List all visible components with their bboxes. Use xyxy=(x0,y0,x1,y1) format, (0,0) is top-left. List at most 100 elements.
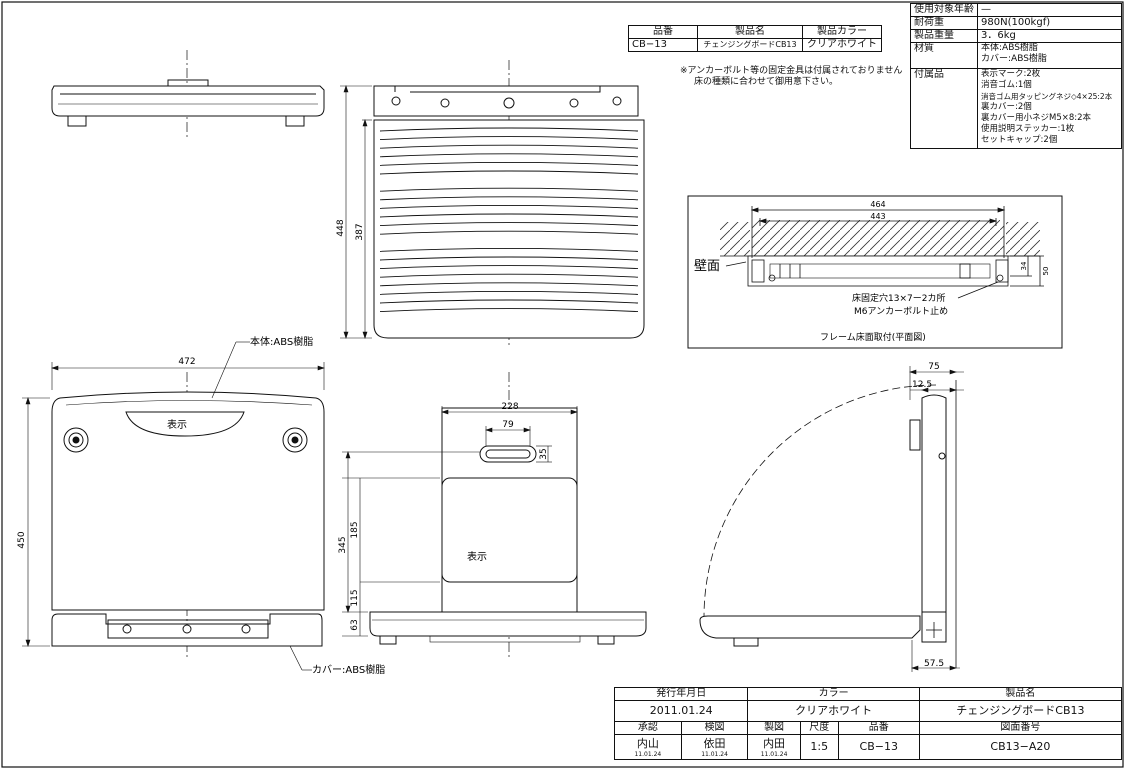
spec-row-age: 使用対象年齢 — xyxy=(910,3,1122,17)
rib-line xyxy=(379,222,639,227)
product-table-partno: CB−13 xyxy=(628,38,698,52)
spec-accessory-line: セットキャップ:2個 xyxy=(981,135,1058,145)
dim-387: 387 xyxy=(355,223,365,240)
dim-57-5: 57.5 xyxy=(924,659,944,669)
label-body-material: 本体:ABS樹脂 xyxy=(250,335,313,348)
rib-line xyxy=(379,256,639,261)
product-name-label: 製品名 xyxy=(918,687,1123,701)
title-block: 発行年月日 カラー 製品名 2011.01.24 クリアホワイト チェンジングボ… xyxy=(613,687,1123,760)
anchor-bolt-note-line1: ※アンカーボルト等の固定金具は付属されておりません xyxy=(680,66,903,76)
dim-185: 185 xyxy=(350,521,360,538)
scale-value: 1:5 xyxy=(799,734,839,760)
part-no-value: CB−13 xyxy=(837,734,920,760)
rib-line xyxy=(379,213,639,218)
product-table-header-color: 製品カラー xyxy=(802,25,882,39)
scale-label: 尺度 xyxy=(799,721,839,735)
side-view-top xyxy=(51,50,325,140)
rib-line xyxy=(379,204,639,209)
rib-line xyxy=(379,273,639,278)
product-table-name: チェンジングボードCB13 xyxy=(697,38,803,52)
dim-34: 34 xyxy=(1020,261,1028,270)
checker-date: 11.01.24 xyxy=(701,750,728,758)
label-wall: 壁面 xyxy=(694,259,720,274)
back-view-board xyxy=(369,372,647,660)
spec-row-load: 耐荷重 980N(100kgf) xyxy=(910,16,1122,30)
approve-label: 承認 xyxy=(614,721,682,735)
rib-line xyxy=(379,308,639,313)
spec-table: 使用対象年齢 — 耐荷重 980N(100kgf) 製品重量 3．6kg 材質 … xyxy=(910,3,1122,149)
rib-line xyxy=(379,247,639,252)
checker: 依田 11.01.24 xyxy=(680,734,749,760)
spec-weight-label: 製品重量 xyxy=(910,29,978,43)
label-display-front: 表示 xyxy=(167,418,187,431)
drafter: 内田 11.01.24 xyxy=(747,734,801,760)
spec-load-label: 耐荷重 xyxy=(910,16,978,30)
check-label: 検図 xyxy=(680,721,749,735)
front-view-dims xyxy=(22,341,325,671)
rib-line xyxy=(379,144,639,149)
spec-accessory-line: 使用説明ステッカー:1枚 xyxy=(981,124,1075,134)
issue-date-label: 発行年月日 xyxy=(613,687,749,701)
product-table-color: クリアホワイト xyxy=(802,38,882,52)
spec-accessory-line: 消音ゴム:1個 xyxy=(981,80,1032,90)
frame-detail-box xyxy=(687,195,1063,349)
title-block-row3: 承認 検図 製図 尺度 品番 図面番号 xyxy=(614,721,1123,735)
spec-material-label: 材質 xyxy=(910,42,978,69)
title-block-row2: 2011.01.24 クリアホワイト チェンジングボードCB13 xyxy=(613,700,1123,722)
drawing-no-label: 図面番号 xyxy=(918,721,1123,735)
title-block-row1: 発行年月日 カラー 製品名 xyxy=(613,687,1123,701)
checker-name: 依田 xyxy=(703,736,726,750)
dim-472: 472 xyxy=(178,357,195,367)
dim-63: 63 xyxy=(350,619,360,630)
title-block-row4: 内山 11.01.24 依田 11.01.24 内田 11.01.24 1:5 … xyxy=(614,734,1123,760)
approver-date: 11.01.24 xyxy=(634,750,662,758)
rib-line xyxy=(379,196,639,201)
spec-row-weight: 製品重量 3．6kg xyxy=(910,29,1122,43)
spec-row-accessories: 付属品 表示マーク:2枚 消音ゴム:1個 消音ゴム用タッピングネジ◇4×25:2… xyxy=(910,68,1122,149)
dim-464: 464 xyxy=(870,200,885,209)
label-floor-fix-hole: 床固定穴13×7ー2カ所 xyxy=(852,292,945,304)
spec-accessory-line: 消音ゴム用タッピングネジ◇4×25:2本 xyxy=(981,92,1113,101)
dim-448: 448 xyxy=(336,219,346,236)
dim-50: 50 xyxy=(1042,267,1050,276)
spec-accessory-line: 表示マーク:2枚 xyxy=(981,69,1041,79)
label-cover-material: カバー:ABS樹脂 xyxy=(312,663,385,676)
product-table-header-name: 製品名 xyxy=(697,25,803,39)
rib-line xyxy=(379,187,639,192)
dim-35: 35 xyxy=(539,448,549,459)
rib-line xyxy=(379,136,639,141)
rib-line xyxy=(379,299,639,304)
front-view-board xyxy=(51,372,325,660)
display-mark-front-shape xyxy=(125,411,245,437)
anchor-bolt-note: ※アンカーボルト等の固定金具は付属されておりません 床の種類に合わせて御用意下さ… xyxy=(680,66,902,88)
fold-side-dims xyxy=(909,366,964,672)
spec-material-line: カバー:ABS樹脂 xyxy=(981,54,1047,64)
spec-load-value: 980N(100kgf) xyxy=(977,16,1122,30)
rib-line xyxy=(379,265,639,270)
spec-accessories-label: 付属品 xyxy=(910,68,978,149)
spec-age-value: — xyxy=(977,3,1122,17)
dim-450: 450 xyxy=(17,531,27,548)
approver-name: 内山 xyxy=(636,736,659,750)
product-table: 品番 製品名 製品カラー CB−13 チェンジングボードCB13 クリアホワイト xyxy=(628,25,882,52)
rib-line xyxy=(379,282,639,287)
drawing-no-value: CB13−A20 xyxy=(918,734,1123,760)
dim-443: 443 xyxy=(870,212,885,221)
rib-line xyxy=(379,161,639,166)
top-view-dims xyxy=(340,85,372,339)
dim-115: 115 xyxy=(350,589,360,606)
rib-line xyxy=(379,153,639,158)
spec-weight-value: 3．6kg xyxy=(977,29,1122,43)
spec-accessory-line: 裏カバー用小ネジM5×8:2本 xyxy=(981,113,1092,123)
issue-date: 2011.01.24 xyxy=(613,700,749,722)
approver: 内山 11.01.24 xyxy=(614,734,682,760)
rib-line xyxy=(379,230,639,235)
label-anchor-bolt: M6アンカーボルト止め xyxy=(854,305,948,317)
frame-detail-drawing xyxy=(720,206,1044,299)
drafter-date: 11.01.24 xyxy=(760,750,788,758)
anchor-bolt-note-line2: 床の種類に合わせて御用意下さい。 xyxy=(694,77,839,87)
fold-side-view xyxy=(699,380,957,668)
back-view-dims xyxy=(342,406,578,637)
product-table-header-partno: 品番 xyxy=(628,25,698,39)
